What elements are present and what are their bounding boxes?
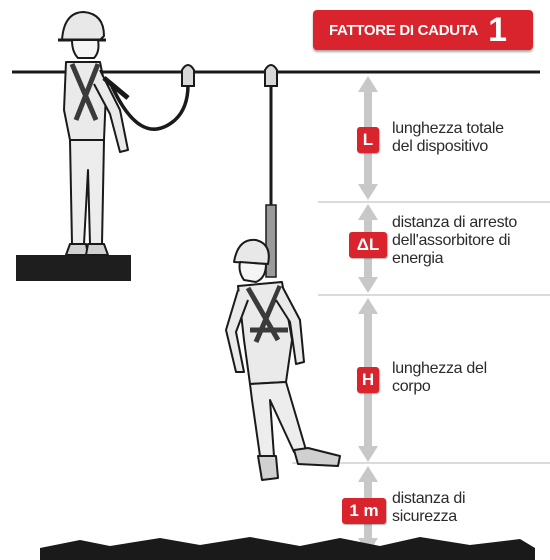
label-total-length-line2: del dispositivo	[392, 138, 489, 155]
label-arrest-distance: distanza di arresto dell'assorbitore di …	[392, 214, 517, 268]
badge-h: H	[357, 367, 379, 393]
fall-factor-number: 1	[488, 11, 507, 49]
label-arrest-distance-line1: distanza di arresto	[392, 214, 518, 231]
label-safety-distance-line2: sicurezza	[392, 508, 457, 525]
carabiner-hooks	[181, 64, 278, 87]
label-total-length-line1: lunghezza totale	[392, 120, 504, 137]
energy-absorber	[265, 204, 277, 278]
label-body-length: lunghezza del corpo	[392, 360, 487, 396]
label-body-length-line1: lunghezza del	[392, 360, 487, 377]
badge-1m: 1 m	[342, 498, 386, 524]
badge-l: L	[357, 127, 379, 153]
platform	[16, 255, 131, 281]
label-body-length-line2: corpo	[392, 378, 431, 395]
lanyard-slack	[108, 81, 190, 131]
standing-worker	[58, 11, 129, 256]
label-total-length: lunghezza totale del dispositivo	[392, 120, 504, 156]
fall-factor-title: FATTORE DI CADUTA	[329, 21, 479, 39]
badge-delta-l: ΔL	[349, 232, 387, 258]
fallen-worker	[225, 238, 341, 481]
label-safety-distance: distanza di sicurezza	[392, 490, 466, 526]
label-arrest-distance-line2: dell'assorbitore di	[392, 232, 511, 249]
ground	[40, 537, 535, 560]
label-arrest-distance-line3: energia	[392, 250, 444, 267]
fall-factor-badge: FATTORE DI CADUTA 1	[313, 10, 533, 50]
label-safety-distance-line1: distanza di	[392, 490, 466, 507]
